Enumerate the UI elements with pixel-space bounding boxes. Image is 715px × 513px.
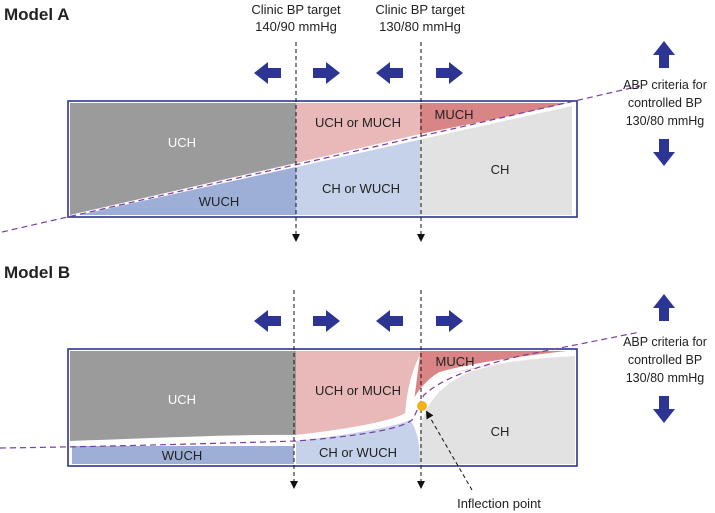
target-left-line1: Clinic BP target xyxy=(251,2,341,17)
model-a-label-uch-or-much: UCH or MUCH xyxy=(315,115,401,130)
model-b-criteria-line1: ABP criteria for xyxy=(623,335,707,349)
zone-uch xyxy=(70,351,296,443)
zone-ch-or-wuch xyxy=(296,136,420,215)
model-a-label-uch: UCH xyxy=(168,135,196,150)
arrow-right-icon xyxy=(313,310,340,332)
target-right-line2: 130/80 mmHg xyxy=(379,19,461,34)
zone-wuch xyxy=(72,446,294,464)
model-b-zones xyxy=(69,350,577,464)
arrow-right-icon xyxy=(313,62,340,84)
zone-uch-or-much xyxy=(296,351,420,437)
zone-uch xyxy=(70,103,296,215)
model-a-criteria-line xyxy=(1,85,641,233)
model-a-label-wuch: WUCH xyxy=(199,194,239,209)
arrow-right-icon xyxy=(436,310,463,332)
model-a-label-ch-or-wuch: CH or WUCH xyxy=(322,181,400,196)
model-b-criteria-curve xyxy=(0,331,641,449)
model-b-label-ch-or-wuch: CH or WUCH xyxy=(319,445,397,460)
arrow-left-icon xyxy=(254,310,281,332)
model-b-label-much: MUCH xyxy=(436,354,475,369)
zone-ch xyxy=(420,356,575,464)
arrow-down-icon xyxy=(653,139,675,166)
arrow-up-icon xyxy=(653,41,675,68)
target-right-line1: Clinic BP target xyxy=(375,2,465,17)
model-b-label-wuch: WUCH xyxy=(162,448,202,463)
arrow-down-icon xyxy=(653,396,675,423)
model-b-label-ch: CH xyxy=(491,424,510,439)
model-a-shift-arrows xyxy=(254,62,463,84)
model-b-label-uch: UCH xyxy=(168,392,196,407)
model-a-criteria-line2: controlled BP xyxy=(628,96,702,110)
inflection-point-marker xyxy=(417,401,427,411)
zone-much xyxy=(414,351,574,402)
arrow-left-icon xyxy=(376,310,403,332)
model-a-label-ch: CH xyxy=(491,162,510,177)
inflection-pointer xyxy=(425,410,473,491)
model-a-title: Model A xyxy=(4,5,69,24)
model-b-criteria-line3: 130/80 mmHg xyxy=(626,371,705,385)
zone-ch-or-wuch xyxy=(296,420,420,464)
model-b-title: Model B xyxy=(4,263,70,282)
inflection-point-label: Inflection point xyxy=(457,496,541,511)
model-a-frame xyxy=(67,100,578,218)
target-left-line2: 140/90 mmHg xyxy=(255,19,337,34)
arrow-left-icon xyxy=(376,62,403,84)
arrow-right-icon xyxy=(436,62,463,84)
separator-band-b xyxy=(69,350,577,445)
model-b-shift-arrows xyxy=(254,310,463,332)
arrow-up-icon xyxy=(653,294,675,321)
model-b-frame xyxy=(67,348,578,467)
zone-uch-or-much xyxy=(296,103,420,163)
model-a-criteria-line1: ABP criteria for xyxy=(623,78,707,92)
model-a-criteria-line3: 130/80 mmHg xyxy=(626,114,705,128)
model-a-label-much: MUCH xyxy=(435,107,474,122)
model-b-label-uch-or-much: UCH or MUCH xyxy=(315,383,401,398)
arrow-left-icon xyxy=(254,62,281,84)
model-b-criteria-line2: controlled BP xyxy=(628,353,702,367)
